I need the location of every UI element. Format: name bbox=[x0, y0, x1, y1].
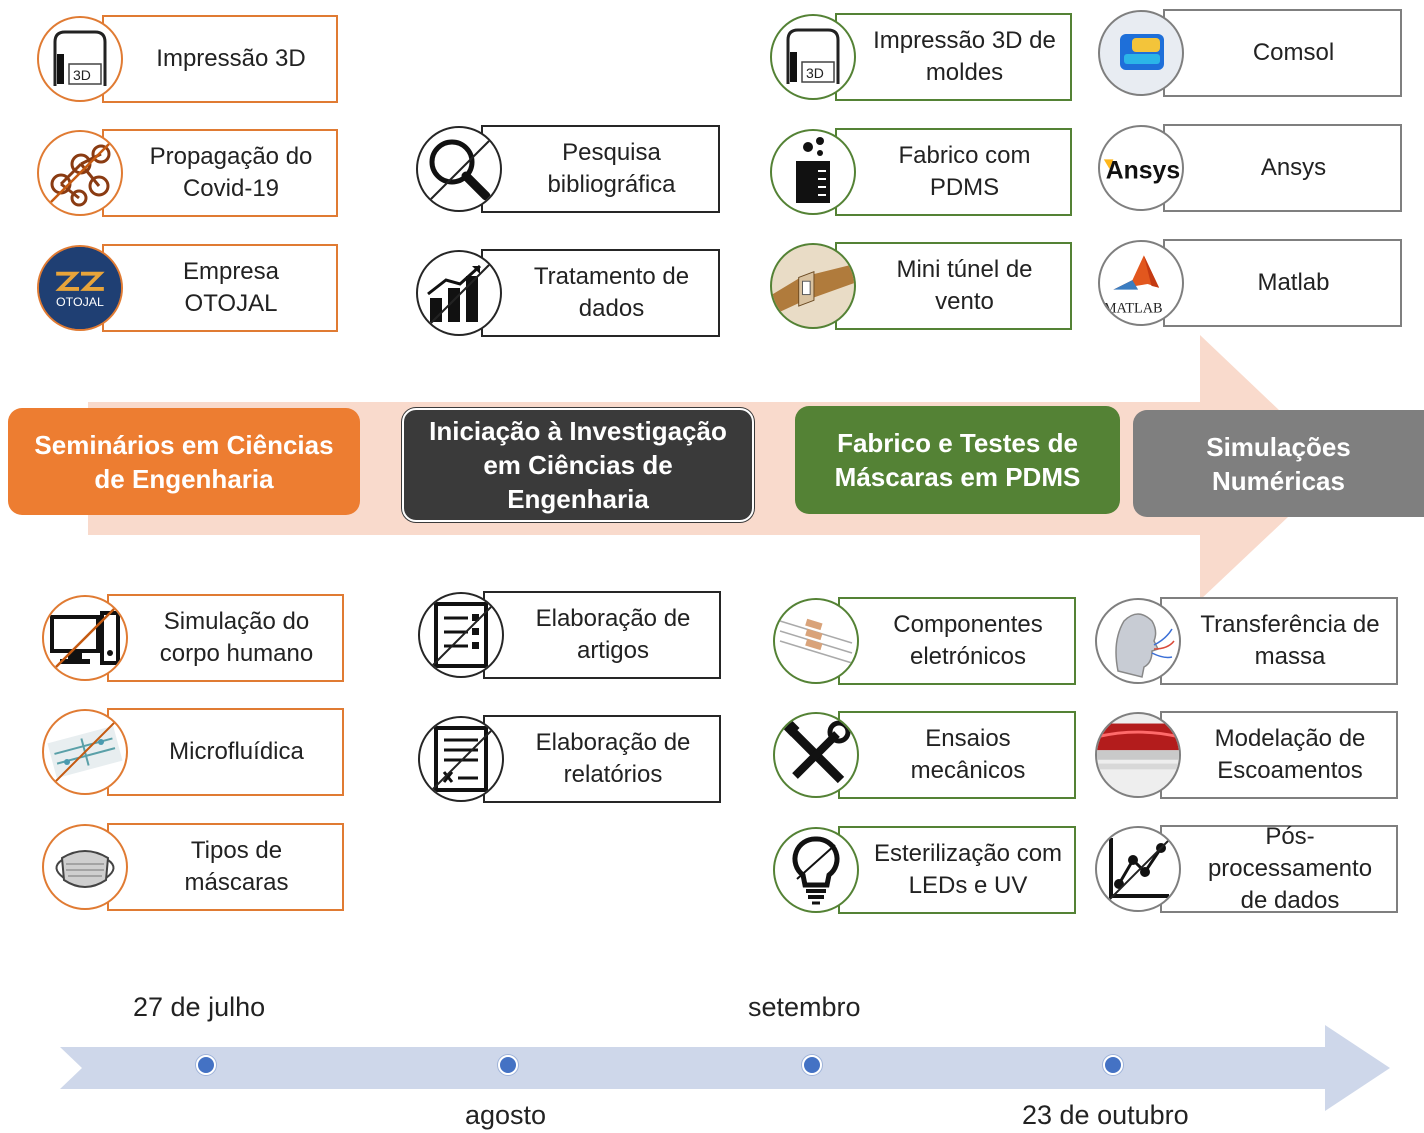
timeline-arrow bbox=[60, 1025, 1390, 1111]
3d-printer-icon: 3D bbox=[770, 14, 856, 100]
resistors-icon bbox=[773, 598, 859, 684]
card-pesquisa-bibliografica: Pesquisa bibliográfica bbox=[416, 125, 720, 215]
lightbulb-icon bbox=[773, 827, 859, 913]
card-impressao-3d: Impressão 3D 3D bbox=[37, 15, 338, 105]
card-microfluidica: Microfluídica bbox=[42, 708, 344, 798]
card-transferencia-massa: Transferência de massa bbox=[1095, 597, 1398, 687]
card-label: Elaboração de artigos bbox=[535, 605, 691, 664]
card-label: Modelação de Escoamentos bbox=[1214, 725, 1366, 784]
card-comsol: Comsol bbox=[1098, 9, 1402, 99]
card-label: Propagação do Covid-19 bbox=[149, 143, 313, 202]
card-label: Elaboração de relatórios bbox=[535, 729, 691, 788]
card-label: Ensaios mecânicos bbox=[910, 725, 1026, 784]
head-airflow-icon bbox=[1095, 598, 1181, 684]
card-label: Simulação do corpo humano bbox=[159, 608, 314, 667]
card-label: Matlab bbox=[1257, 269, 1330, 296]
svg-text:3D: 3D bbox=[806, 65, 824, 81]
timeline-label-setembro: setembro bbox=[748, 992, 861, 1022]
line-graph-icon bbox=[1095, 826, 1181, 912]
card-impressao-moldes: Impressão 3D de moldes 3D bbox=[770, 13, 1072, 103]
3d-printer-icon: 3D bbox=[37, 16, 123, 102]
comsol-icon bbox=[1098, 10, 1184, 96]
card-simulacao-corpo: Simulação do corpo humano bbox=[42, 594, 344, 684]
timeline-label-27-julho: 27 de julho bbox=[133, 992, 266, 1022]
tools-icon bbox=[773, 712, 859, 798]
matlab-logo-icon: MATLAB bbox=[1098, 240, 1184, 326]
card-label: Comsol bbox=[1252, 39, 1335, 66]
timeline-label-23-outubro: 23 de outubro bbox=[1022, 1100, 1189, 1130]
card-pos-processamento: Pós-processamento de dados bbox=[1095, 823, 1398, 915]
card-ensaios-mecanicos: Ensaios mecânicos bbox=[773, 711, 1076, 801]
card-esterilizacao: Esterilização com LEDs e UV bbox=[773, 826, 1076, 916]
computer-icon bbox=[42, 595, 128, 681]
card-ansys: Ansys Ansys bbox=[1098, 124, 1402, 214]
card-elaboracao-artigos: Elaboração de artigos bbox=[418, 591, 721, 681]
card-fabrico-pdms: Fabrico com PDMS bbox=[770, 128, 1072, 218]
otojal-logo-icon: OTOJAL bbox=[37, 245, 123, 331]
card-label: Tipos de máscaras bbox=[184, 837, 289, 896]
flow-field-icon bbox=[1095, 712, 1181, 798]
svg-text:3D: 3D bbox=[73, 67, 91, 83]
timeline-dot bbox=[196, 1055, 216, 1075]
ansys-logo-text: Ansys bbox=[1106, 157, 1180, 184]
card-label: Componentes eletrónicos bbox=[893, 611, 1043, 670]
timeline-dot bbox=[1103, 1055, 1123, 1075]
card-elaboracao-relatorios: Elaboração de relatórios bbox=[418, 715, 721, 805]
card-matlab: Matlab MATLAB bbox=[1098, 239, 1402, 329]
card-tratamento-dados: Tratamento de dados bbox=[416, 249, 720, 339]
ansys-logo-icon: Ansys bbox=[1098, 125, 1184, 211]
phase-simulacoes: Simulações Numéricas bbox=[1133, 410, 1424, 517]
card-label: Tratamento de dados bbox=[533, 263, 690, 322]
wind-tunnel-icon bbox=[770, 243, 856, 329]
beaker-icon bbox=[770, 129, 856, 215]
timeline-dot bbox=[802, 1055, 822, 1075]
card-label: Esterilização com LEDs e UV bbox=[873, 840, 1063, 899]
card-label: Empresa OTOJAL bbox=[182, 258, 280, 317]
card-componentes-eletronicos: Componentes eletrónicos bbox=[773, 597, 1076, 687]
card-label: Ansys bbox=[1260, 154, 1327, 181]
card-label: Impressão 3D bbox=[156, 45, 306, 72]
network-people-icon bbox=[37, 130, 123, 216]
card-label: Impressão 3D de moldes bbox=[873, 27, 1056, 86]
matlab-logo-text: MATLAB bbox=[1104, 301, 1163, 317]
timeline-label-agosto: agosto bbox=[465, 1100, 547, 1130]
card-label: Microfluídica bbox=[169, 738, 304, 765]
phase-iniciacao: Iniciação à Investigação em Ciências de … bbox=[402, 408, 754, 522]
bar-chart-icon bbox=[416, 250, 502, 336]
card-label: Transferência de massa bbox=[1200, 611, 1380, 670]
card-label: Pós-processamento de dados bbox=[1207, 823, 1373, 914]
timeline-dot bbox=[498, 1055, 518, 1075]
card-empresa-otojal: Empresa OTOJAL OTOJAL bbox=[37, 244, 338, 334]
phase-fabrico: Fabrico e Testes de Máscaras em PDMS bbox=[795, 406, 1120, 514]
phase-seminarios: Seminários em Ciências de Engenharia bbox=[8, 408, 360, 515]
otojal-logo-text: OTOJAL bbox=[56, 295, 104, 309]
card-modelacao-escoamentos: Modelação de Escoamentos bbox=[1095, 711, 1398, 801]
card-tipos-mascaras: Tipos de máscaras bbox=[42, 823, 344, 913]
card-propagacao-covid: Propagação do Covid-19 bbox=[37, 129, 338, 219]
microfluidic-chip-icon bbox=[42, 709, 128, 795]
magnifier-icon bbox=[416, 126, 502, 212]
face-mask-icon bbox=[42, 824, 128, 910]
card-label: Mini túnel de vento bbox=[896, 256, 1033, 315]
checklist-icon bbox=[418, 592, 504, 678]
report-icon bbox=[418, 716, 504, 802]
card-label: Fabrico com PDMS bbox=[898, 142, 1031, 201]
card-label: Pesquisa bibliográfica bbox=[547, 139, 676, 198]
card-mini-tunel-vento: Mini túnel de vento bbox=[770, 242, 1072, 332]
